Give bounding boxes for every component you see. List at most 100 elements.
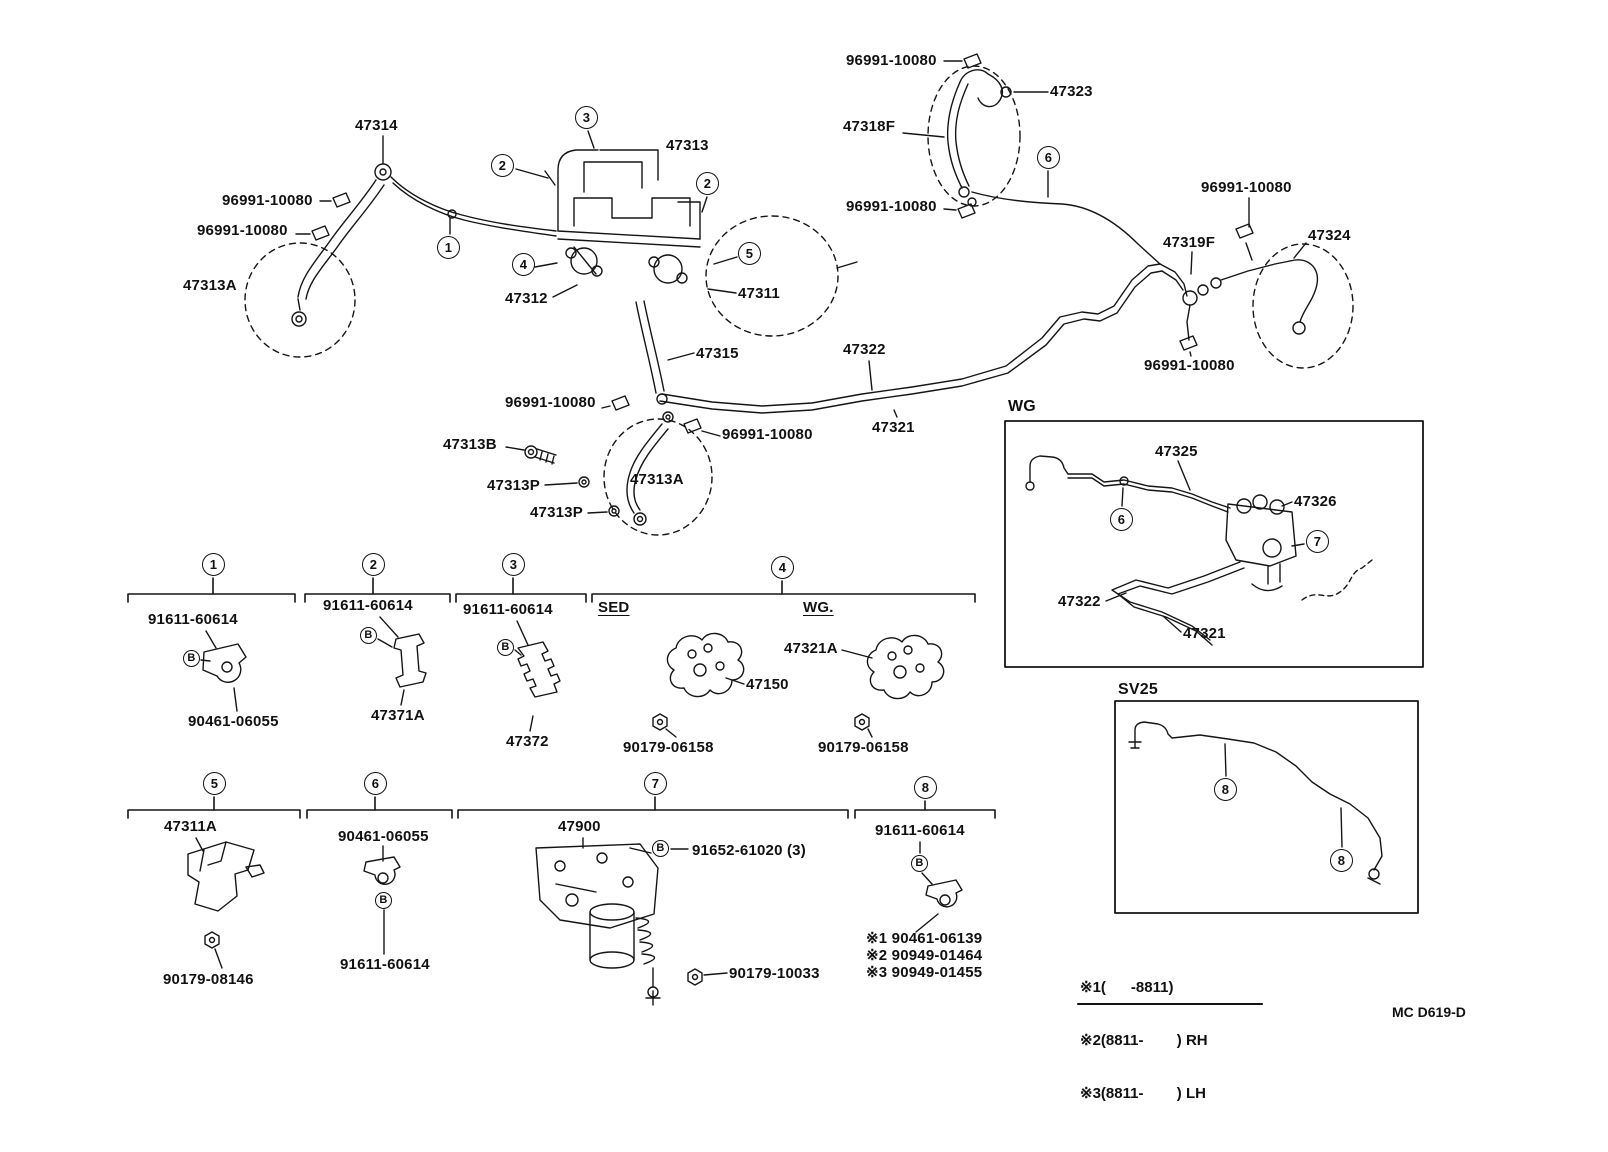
part-number-label: 47313P — [487, 477, 540, 494]
variant-label-wg: WG. — [803, 599, 834, 616]
section7-actuator-drawing — [535, 837, 728, 1006]
circled-number-marker: 2 — [362, 553, 385, 576]
part-number-label: 47325 — [1155, 443, 1198, 460]
part-number-label: 47319F — [1163, 234, 1216, 251]
circled-number-marker: 6 — [364, 772, 387, 795]
circled-number-marker: 8 — [1214, 778, 1237, 801]
part-number-label: 47321A — [784, 640, 838, 657]
part-number-label: 90179-08146 — [163, 971, 254, 988]
circled-number-marker: 7 — [1306, 530, 1329, 553]
part-number-label: 91611-60614 — [340, 956, 430, 973]
circled-number-marker: 6 — [1037, 146, 1060, 169]
part-number-label: 47318F — [843, 118, 896, 135]
part-number-label: ※3 90949-01455 — [866, 964, 983, 981]
section5-bracket-drawing — [187, 837, 265, 969]
part-number-label: 47314 — [355, 117, 398, 134]
section8-clamp-drawing — [915, 841, 963, 933]
circled-number-marker: 8 — [1330, 849, 1353, 872]
part-number-label: 90179-06158 — [623, 739, 714, 756]
section1-clamp-drawing — [200, 630, 247, 712]
part-number-label: 96991-10080 — [222, 192, 313, 209]
part-number-label: 47312 — [505, 290, 548, 307]
part-number-label: 47322 — [1058, 593, 1101, 610]
drawing-code: MC D619-D — [1392, 1004, 1466, 1020]
part-number-label: 91611-60614 — [148, 611, 238, 628]
part-number-label: 90179-10033 — [729, 965, 820, 982]
part-number-label: 91652-61020 (3) — [692, 842, 806, 859]
part-number-label: 47322 — [843, 341, 886, 358]
circled-number-marker: 1 — [202, 553, 225, 576]
section-dividers — [127, 577, 996, 819]
circled-number-marker: 8 — [914, 776, 937, 799]
circled-number-marker: 4 — [771, 556, 794, 579]
part-number-label: 47313B — [443, 436, 497, 453]
section6-clamp-drawing — [363, 845, 401, 955]
part-number-label: 96991-10080 — [1144, 357, 1235, 374]
part-number-label: 47315 — [696, 345, 739, 362]
part-number-label: 47321 — [872, 419, 915, 436]
part-number-label: 47150 — [746, 676, 789, 693]
part-number-label: 47324 — [1308, 227, 1351, 244]
circled-number-marker: 2 — [696, 172, 719, 195]
part-number-label: 96991-10080 — [505, 394, 596, 411]
part-number-label: 90461-06055 — [188, 713, 279, 730]
master-cylinder-tube-bundle-drawing — [515, 130, 858, 437]
part-number-label: 47313A — [183, 277, 237, 294]
part-number-label: 47321 — [1183, 625, 1226, 642]
part-number-label: 47900 — [558, 818, 601, 835]
part-number-label: 96991-10080 — [846, 198, 937, 215]
part-number-label: 90461-06055 — [338, 828, 429, 845]
rear-flex-hose-47318f-drawing — [902, 53, 1161, 265]
section3-clamp-drawing — [514, 620, 561, 732]
circled-number-marker: 3 — [575, 106, 598, 129]
circled-number-marker: 5 — [203, 772, 226, 795]
circled-number-marker: 5 — [738, 242, 761, 265]
section2-clamp-drawing — [377, 616, 427, 706]
part-number-label: 47371A — [371, 707, 425, 724]
rear-brake-tubes-drawing — [659, 263, 1163, 418]
circled-b-marker: B — [652, 840, 669, 857]
wg-inset-drawing — [1004, 420, 1424, 668]
part-number-label: 96991-10080 — [1201, 179, 1292, 196]
part-number-label: 47313A — [630, 471, 684, 488]
lower-flex-hose-drawing — [505, 418, 713, 536]
variant-label-sed: SED — [598, 599, 630, 616]
part-number-label: 47313 — [666, 137, 709, 154]
circled-number-marker: 1 — [437, 236, 460, 259]
circled-number-marker: 2 — [491, 154, 514, 177]
part-number-label: 96991-10080 — [846, 52, 937, 69]
sv25-inset-title: SV25 — [1118, 681, 1158, 698]
part-number-label: 47313P — [530, 504, 583, 521]
circled-number-marker: 7 — [644, 772, 667, 795]
part-number-label: 91611-60614 — [875, 822, 965, 839]
applicability-legend: ※1( -8811) ※2(8811- ) RH ※3(8811- ) LH — [1080, 944, 1208, 1137]
part-number-label: 47372 — [506, 733, 549, 750]
part-number-label: 90179-06158 — [818, 739, 909, 756]
sv25-inset-drawing — [1114, 700, 1419, 914]
circled-b-marker: B — [497, 639, 514, 656]
part-number-label: 91611-60614 — [463, 601, 553, 618]
part-number-label: 47326 — [1294, 493, 1337, 510]
part-number-label: 47311 — [738, 285, 780, 302]
part-number-label: 91611-60614 — [323, 597, 413, 614]
part-number-label: ※2 90949-01464 — [866, 947, 983, 964]
part-number-label: 47323 — [1050, 83, 1093, 100]
section4-valves-drawing — [652, 632, 945, 738]
circled-b-marker: B — [375, 892, 392, 909]
part-number-label: 96991-10080 — [722, 426, 813, 443]
part-number-label: 96991-10080 — [197, 222, 288, 239]
circled-b-marker: B — [360, 627, 377, 644]
front-left-hose-drawing — [244, 135, 557, 358]
circled-number-marker: 4 — [512, 253, 535, 276]
part-number-label: 47311A — [164, 818, 217, 835]
part-number-label: ※1 90461-06139 — [866, 930, 983, 947]
legend-row: ※1( -8811) — [1080, 979, 1174, 996]
wg-inset-title: WG — [1008, 398, 1036, 415]
circled-b-marker: B — [183, 650, 200, 667]
circled-number-marker: 6 — [1110, 508, 1133, 531]
legend-row: ※3(8811- ) LH — [1080, 1085, 1206, 1102]
circled-number-marker: 3 — [502, 553, 525, 576]
